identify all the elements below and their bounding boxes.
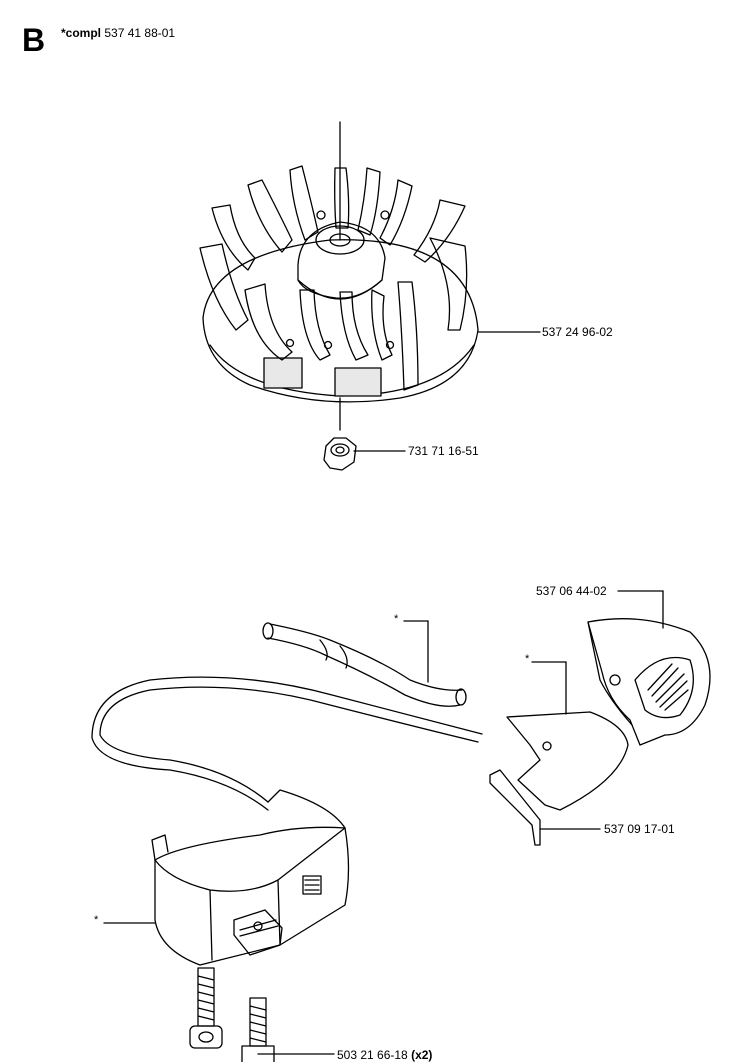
flywheel-part-number: 537 24 96-02	[542, 325, 613, 339]
section-letter: B	[22, 22, 46, 58]
hose-marker: *	[394, 613, 399, 625]
cover-drawing	[587, 618, 711, 746]
kit-prefix: *compl	[61, 26, 102, 40]
plate-marker: *	[525, 653, 530, 665]
plate-part-number: 537 09 17-01	[604, 822, 675, 836]
ignition-module-marker: *	[94, 914, 99, 926]
kit-title: *compl 537 41 88-01	[61, 27, 175, 39]
nut-drawing	[323, 437, 357, 471]
screw-label: 503 21 66-18 (x2)	[337, 1049, 432, 1061]
screw-drawing	[189, 967, 223, 1049]
screw-drawing-second	[241, 997, 335, 1062]
plate-drawing	[489, 711, 629, 846]
hose-drawing	[262, 622, 467, 707]
cover-part-number: 537 06 44-02	[536, 584, 607, 598]
ignition-module-drawing	[91, 676, 483, 966]
screw-quantity: (x2)	[411, 1048, 433, 1062]
kit-number: 537 41 88-01	[104, 26, 176, 40]
screw-part-number: 503 21 66-18	[337, 1048, 408, 1062]
nut-part-number: 731 71 16-51	[408, 444, 479, 458]
flywheel-drawing	[199, 121, 479, 431]
